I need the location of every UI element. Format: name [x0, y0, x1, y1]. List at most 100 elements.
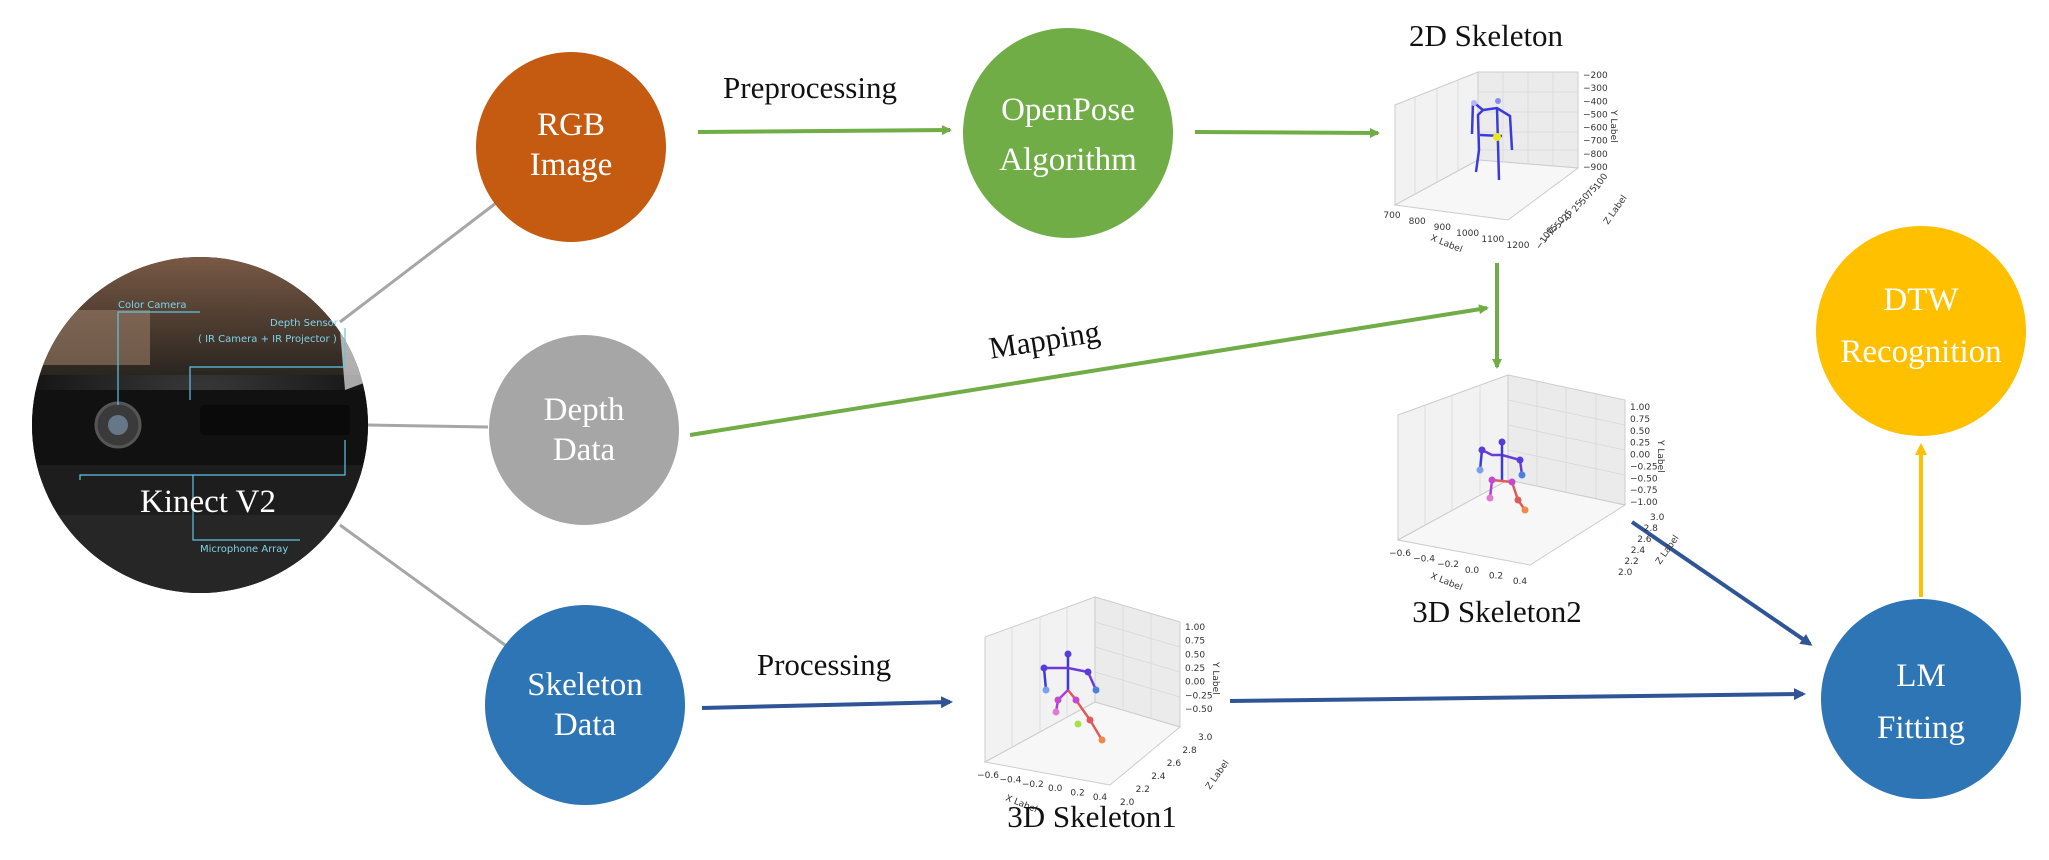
skeleton2d-x-tick: 1100 — [1481, 235, 1504, 245]
kinect-to-rgb-line — [339, 198, 501, 324]
skeleton3d2-y-tick: 0.50 — [1630, 427, 1650, 437]
depth-data-label-line2: Data — [553, 432, 616, 468]
rgb-image-label-line2: Image — [530, 147, 612, 183]
depth-sensor-callout: Depth Sensor — [270, 318, 339, 329]
skeleton-data-label-line1: Skeleton — [527, 667, 642, 703]
skeleton3d1-x-tick: 0.2 — [1070, 789, 1084, 799]
dtw-recognition-label-line1: DTW — [1883, 282, 1959, 318]
skeleton2d-y-tick: −400 — [1583, 97, 1608, 107]
skeleton2d-zlabel: Z Label — [1602, 194, 1629, 227]
skeleton3d1-y-tick: 1.00 — [1185, 623, 1205, 633]
depth-sensor-detail-callout: ( IR Camera + IR Projector ) — [198, 334, 337, 345]
kinect-to-skeleton-line — [339, 523, 506, 647]
skeleton1-to-lm-arrow — [1229, 688, 1806, 703]
skeleton3d1-x-tick: −0.6 — [977, 771, 999, 781]
lm-fitting-label-line2: Fitting — [1877, 710, 1965, 746]
rgb-image-node: RGB Image — [476, 52, 666, 242]
skeleton-data-node: Skeleton Data — [485, 605, 685, 805]
skeleton3d1-z-tick: 2.4 — [1151, 772, 1166, 782]
skeleton2d-x-tick: 700 — [1383, 211, 1400, 221]
skeleton3d1-y-tick: 0.00 — [1185, 678, 1205, 688]
microphone-array-callout: Microphone Array — [200, 544, 288, 555]
skeleton3d1-y-tick: 0.50 — [1185, 650, 1205, 660]
skeleton3d2-caption: 3D Skeleton2 — [1412, 594, 1582, 629]
skeleton2d-x-tick: 800 — [1409, 217, 1426, 227]
skeleton3d1-zlabel: Z Label — [1204, 759, 1231, 792]
skeleton3d2-z-tick: 3.0 — [1650, 513, 1665, 523]
skeleton3d2-y-tick: 1.00 — [1630, 403, 1650, 413]
skeleton3d1-y-tick: −0.50 — [1185, 705, 1213, 715]
skeleton3d2-x-tick: −0.6 — [1389, 549, 1411, 559]
skeleton3d1-x-tick: 0.0 — [1048, 784, 1063, 794]
skeleton2d-y-tick: −600 — [1583, 124, 1608, 134]
rgb-image-label-line1: RGB — [537, 107, 605, 143]
skeleton3d2-z-tick: 2.2 — [1624, 557, 1638, 567]
lm-fitting-label-line1: LM — [1896, 658, 1946, 694]
skeleton3d2-y-tick: 0.00 — [1630, 451, 1650, 461]
skeleton3d2-plot: X Label Y Label Z Label 3D Skeleton2 −0.… — [1389, 374, 1682, 629]
skeleton3d1-x-tick: 0.4 — [1093, 793, 1108, 803]
preprocessing-label: Preprocessing — [723, 70, 897, 105]
kinect-callouts — [79, 311, 346, 541]
skeleton3d1-z-tick: 2.6 — [1167, 759, 1182, 769]
openpose-node: OpenPose Algorithm — [963, 28, 1173, 238]
processing-arrow — [701, 696, 953, 710]
skeleton2d-x-tick: 1200 — [1507, 241, 1530, 251]
skeleton-data-label-line2: Data — [554, 707, 617, 743]
skeleton3d2-x-tick: −0.2 — [1437, 560, 1459, 570]
processing-label: Processing — [757, 647, 891, 682]
openpose-label-line2: Algorithm — [999, 142, 1137, 178]
skeleton2d-caption: 2D Skeleton — [1409, 18, 1564, 53]
skeleton3d1-y-tick: 0.75 — [1185, 637, 1205, 647]
skeleton3d2-z-tick: 2.8 — [1644, 524, 1659, 534]
skeleton3d1-ylabel: Y Label — [1210, 661, 1220, 695]
skeleton2d-y-tick: −500 — [1583, 110, 1608, 120]
skeleton2d-plot: 2D Skeleton X Label Y Label Z Label 7008… — [1383, 18, 1629, 255]
skeleton3d2-y-tick: 0.75 — [1630, 415, 1650, 425]
skeleton3d1-z-tick: 2.0 — [1120, 798, 1135, 808]
skeleton3d1-plot: X Label Y Label Z Label 3D Skeleton1 −0.… — [977, 596, 1232, 834]
skeleton3d2-xlabel: X Label — [1429, 572, 1464, 594]
preprocessing-arrow — [697, 125, 952, 136]
skeleton2-to-lm-arrow — [1630, 520, 1813, 646]
depth-data-node: Depth Data — [489, 335, 679, 525]
skeleton3d1-z-tick: 2.8 — [1182, 746, 1197, 756]
skeleton3d2-z-tick: 2.0 — [1618, 568, 1633, 578]
skeleton3d2-x-tick: −0.4 — [1413, 555, 1435, 565]
mapping-arrow — [689, 304, 1489, 437]
skeleton3d2-z-tick: 2.4 — [1631, 546, 1646, 556]
skeleton3d1-y-tick: −0.25 — [1185, 691, 1213, 701]
skeleton3d2-ylabel: Y Label — [1655, 439, 1665, 473]
skeleton3d1-x-tick: −0.4 — [999, 775, 1021, 785]
mapping-label: Mapping — [986, 314, 1102, 366]
skeleton3d2-y-tick: −0.75 — [1630, 486, 1658, 496]
skeleton3d2-y-tick: −0.25 — [1630, 462, 1658, 472]
skeleton3d1-caption: 3D Skeleton1 — [1007, 799, 1177, 834]
skeleton3d2-x-tick: 0.0 — [1465, 566, 1480, 576]
skeleton3d1-z-tick: 2.2 — [1136, 785, 1150, 795]
skeleton3d2-x-tick: 0.2 — [1489, 571, 1503, 581]
skeleton2d-ylabel: Y Label — [1608, 109, 1618, 143]
dtw-recognition-label-line2: Recognition — [1840, 334, 2001, 370]
skeleton3d1-z-tick: 3.0 — [1198, 733, 1213, 743]
skeleton3d2-z-tick: 2.6 — [1637, 535, 1652, 545]
kinect-to-depth-line — [367, 423, 489, 429]
lm-fitting-node: LM Fitting — [1821, 599, 2021, 799]
color-camera-callout: Color Camera — [118, 300, 187, 311]
skeleton3d1-x-tick: −0.2 — [1022, 780, 1044, 790]
kinect-label: Kinect V2 — [140, 484, 276, 520]
openpose-label-line1: OpenPose — [1001, 92, 1135, 128]
skeleton2d-y-tick: −700 — [1583, 137, 1608, 147]
skeleton2d-y-tick: −900 — [1583, 163, 1608, 173]
skeleton3d2-y-tick: −0.50 — [1630, 474, 1658, 484]
openpose-to-2d-arrow — [1194, 127, 1380, 138]
skeleton2d-y-tick: −800 — [1583, 150, 1608, 160]
skeleton3d2-y-tick: 0.25 — [1630, 439, 1650, 449]
skeleton2d-y-tick: −300 — [1583, 84, 1608, 94]
kinect-device: Color Camera Depth Sensor ( IR Camera + … — [32, 257, 368, 593]
dtw-recognition-node: DTW Recognition — [1816, 226, 2026, 436]
skeleton2d-x-tick: 900 — [1434, 223, 1451, 233]
skeleton2d-z-tick: 0 — [1563, 211, 1575, 222]
